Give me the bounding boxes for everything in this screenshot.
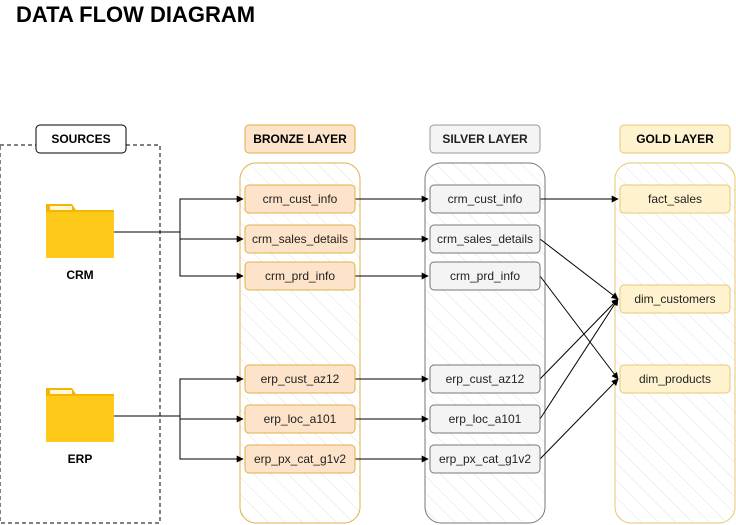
silver-header-box[interactable] xyxy=(429,124,541,154)
node-b_erp_px_cat_g1v2[interactable]: erp_px_cat_g1v2 xyxy=(244,444,356,474)
edge-s_erp_loc_a101-to-g_dim_customers xyxy=(539,298,619,420)
node-s_crm_prd_info[interactable]: crm_prd_info xyxy=(429,261,541,291)
node-b_crm_sales_details[interactable]: crm_sales_details xyxy=(244,224,356,254)
edge-crm-to-b_crm_cust_info xyxy=(114,195,244,233)
node-box xyxy=(429,261,541,291)
gold-header-box[interactable] xyxy=(619,124,731,154)
edge-crm-to-b_crm_sales_details xyxy=(114,231,244,243)
edge-s_crm_prd_info-to-g_dim_products xyxy=(539,275,619,380)
node-g_dim_customers[interactable]: dim_customers xyxy=(619,284,731,314)
bronze-header-box[interactable] xyxy=(244,124,356,154)
sources-header: SOURCES xyxy=(51,132,110,146)
node-label: crm_sales_details xyxy=(252,232,348,246)
folder-front xyxy=(46,396,114,442)
node-s_erp_cust_az12[interactable]: erp_cust_az12 xyxy=(429,364,541,394)
node-g_fact_sales[interactable]: fact_sales xyxy=(619,184,731,214)
edge-s_erp_cust_az12-to-g_dim_customers xyxy=(539,298,619,380)
node-box xyxy=(619,184,731,214)
node-s_erp_loc_a101[interactable]: erp_loc_a101 xyxy=(429,404,541,434)
silver-header-label: SILVER LAYER xyxy=(442,132,528,146)
node-label: fact_sales xyxy=(648,192,702,206)
gold-layer: GOLD LAYER xyxy=(614,124,736,524)
sources-group: SOURCES xyxy=(0,124,161,524)
source-erp[interactable]: ERP xyxy=(46,388,114,466)
node-box xyxy=(429,364,541,394)
node-box xyxy=(429,184,541,214)
node-box xyxy=(619,284,731,314)
folder-front xyxy=(46,212,114,258)
gold-header-label: GOLD LAYER xyxy=(636,132,714,146)
node-box xyxy=(244,224,356,254)
node-box xyxy=(244,444,356,474)
node-b_erp_loc_a101[interactable]: erp_loc_a101 xyxy=(244,404,356,434)
node-label: crm_cust_info xyxy=(263,192,338,206)
folder-icon xyxy=(46,204,114,258)
page-title: DATA FLOW DIAGRAM xyxy=(16,2,255,27)
node-box xyxy=(429,444,541,474)
node-label: dim_products xyxy=(639,372,711,386)
node-label: crm_prd_info xyxy=(265,269,335,283)
node-s_erp_px_cat_g1v2[interactable]: erp_px_cat_g1v2 xyxy=(429,444,541,474)
source-label-crm: CRM xyxy=(66,268,93,282)
gold-layer-container xyxy=(614,162,736,524)
node-b_crm_prd_info[interactable]: crm_prd_info xyxy=(244,261,356,291)
edge-erp-to-b_erp_px_cat_g1v2 xyxy=(114,415,244,463)
node-label: erp_loc_a101 xyxy=(264,412,337,426)
source-crm[interactable]: CRM xyxy=(46,204,114,282)
folder-label-strip xyxy=(50,390,72,394)
folder-label-strip xyxy=(50,206,72,210)
sources-container xyxy=(0,144,161,524)
node-box xyxy=(244,404,356,434)
sources-header-box[interactable] xyxy=(35,124,127,154)
node-label: dim_customers xyxy=(634,292,715,306)
node-label: crm_prd_info xyxy=(450,269,520,283)
edge-s_erp_px_cat_g1v2-to-g_dim_products xyxy=(539,378,619,460)
folder-icon xyxy=(46,388,114,442)
bronze-header-label: BRONZE LAYER xyxy=(253,132,347,146)
node-label: erp_cust_az12 xyxy=(261,372,340,386)
node-label: crm_cust_info xyxy=(448,192,523,206)
node-b_crm_cust_info[interactable]: crm_cust_info xyxy=(244,184,356,214)
edge-crm-to-b_crm_prd_info xyxy=(114,231,244,280)
node-b_erp_cust_az12[interactable]: erp_cust_az12 xyxy=(244,364,356,394)
node-box xyxy=(244,364,356,394)
node-box xyxy=(244,184,356,214)
node-label: crm_sales_details xyxy=(437,232,533,246)
node-box xyxy=(244,261,356,291)
node-label: erp_loc_a101 xyxy=(449,412,522,426)
node-box xyxy=(429,224,541,254)
node-label: erp_px_cat_g1v2 xyxy=(254,452,346,466)
node-label: erp_cust_az12 xyxy=(446,372,525,386)
node-s_crm_sales_details[interactable]: crm_sales_details xyxy=(429,224,541,254)
edge-s_crm_sales_details-to-g_dim_customers xyxy=(539,238,619,300)
source-label-erp: ERP xyxy=(68,452,93,466)
node-g_dim_products[interactable]: dim_products xyxy=(619,364,731,394)
node-s_crm_cust_info[interactable]: crm_cust_info xyxy=(429,184,541,214)
node-box xyxy=(429,404,541,434)
node-label: erp_px_cat_g1v2 xyxy=(439,452,531,466)
node-box xyxy=(619,364,731,394)
edge-erp-to-b_erp_cust_az12 xyxy=(114,375,244,417)
